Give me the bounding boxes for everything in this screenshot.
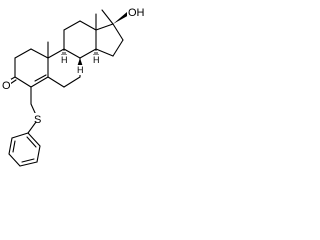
phenyl-ring xyxy=(8,132,41,167)
stereo-h8: H xyxy=(76,58,84,75)
h14-label: H xyxy=(93,55,100,65)
ring-d xyxy=(95,23,124,57)
ketone-group: O xyxy=(1,76,17,92)
thioether-side-chain: S xyxy=(27,86,42,134)
h8-label: H xyxy=(77,65,84,75)
ring-b xyxy=(47,48,81,88)
chemical-structure: O OH H xyxy=(1,5,145,167)
hydroxyl-group: OH xyxy=(113,5,145,24)
ring-c xyxy=(63,20,97,59)
stereo-h14: H xyxy=(92,49,100,65)
sulfur-label: S xyxy=(34,114,41,126)
hydroxyl-label: OH xyxy=(128,7,145,19)
h9-label: H xyxy=(61,55,68,65)
ring-a xyxy=(14,48,49,88)
ketone-oxygen-label: O xyxy=(2,80,11,92)
c17-methyl xyxy=(101,9,114,25)
stereo-h9: H xyxy=(60,49,68,65)
